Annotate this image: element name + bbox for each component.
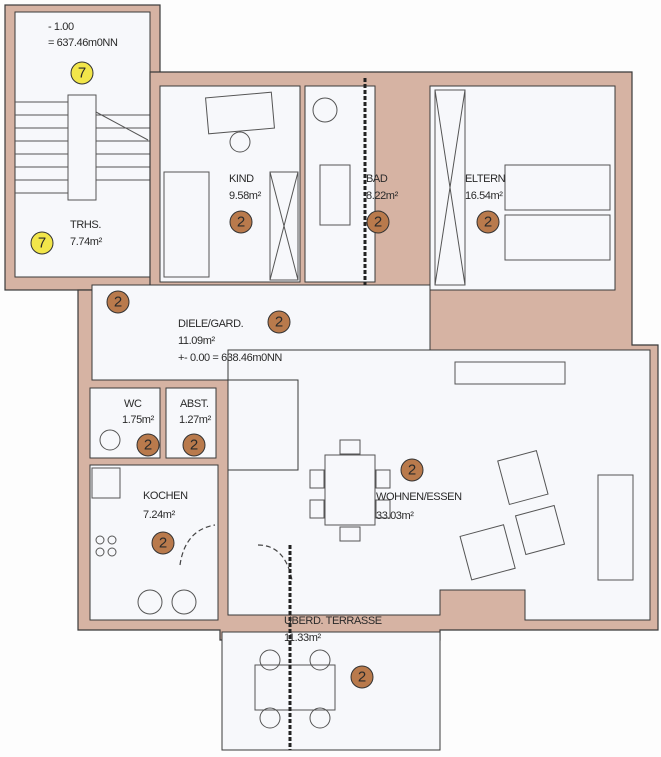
bad-area: 8.22m² [366, 190, 399, 202]
room-labels: KIND 9.58m² 2 BAD 8.22m² 2 ELTERN 16.54m… [106, 173, 506, 689]
stairwell-labels: - 1.00 = 637.46m0NN 7 TRHS. 7.74m² 7 [30, 21, 118, 255]
wc-area: 1.75m² [122, 414, 155, 426]
wohnen-name: WOHNEN/ESSEN [376, 491, 462, 503]
wohnen-badge: 2 [408, 462, 416, 479]
terrasse-area: 11.33m² [284, 632, 321, 644]
room-diele-hall [227, 379, 299, 471]
abst-name: ABST. [180, 398, 209, 410]
eltern-name: ELTERN [465, 173, 506, 185]
kochen-name: KOCHEN [143, 490, 188, 502]
stair-badge: 7 [38, 235, 46, 252]
diele-area: 11.09m² [178, 335, 215, 347]
room-terrasse [221, 631, 441, 751]
stair-steps [15, 101, 150, 194]
diele-level: +- 0.00 = 638.46m0NN [178, 352, 282, 364]
abst-area: 1.27m² [179, 414, 212, 426]
room-eltern [429, 85, 616, 291]
eltern-badge: 2 [484, 214, 492, 231]
kind-badge: 2 [237, 214, 245, 231]
abst-badge: 2 [190, 437, 198, 454]
wc-name: WC [124, 398, 142, 410]
diele-badge: 2 [275, 314, 283, 331]
wc-badge: 2 [144, 437, 152, 454]
kind-name: KIND [229, 173, 254, 185]
room-kind [159, 85, 301, 283]
kochen-area: 7.24m² [143, 509, 176, 521]
terrasse-name: ÜBERD. TERRASSE [284, 615, 382, 627]
furniture [91, 78, 634, 750]
bad-badge: 2 [374, 214, 382, 231]
diele-entry-badge: 2 [114, 294, 122, 311]
stair-badge-top: 7 [78, 65, 86, 82]
wohnen-area: 33.03m² [376, 510, 414, 522]
stair-level-line2: = 637.46m0NN [48, 37, 118, 49]
room-wohnen [227, 349, 651, 621]
kochen-badge: 2 [159, 535, 167, 552]
eltern-area: 16.54m² [465, 190, 503, 202]
stair-level-line1: - 1.00 [48, 21, 74, 33]
stair-name: TRHS. [70, 219, 101, 231]
kind-area: 9.58m² [229, 190, 262, 202]
stair-area: 7.74m² [70, 236, 103, 248]
bad-name: BAD [366, 173, 388, 185]
terrasse-badge: 2 [358, 669, 366, 686]
diele-name: DIELE/GARD. [178, 318, 244, 330]
